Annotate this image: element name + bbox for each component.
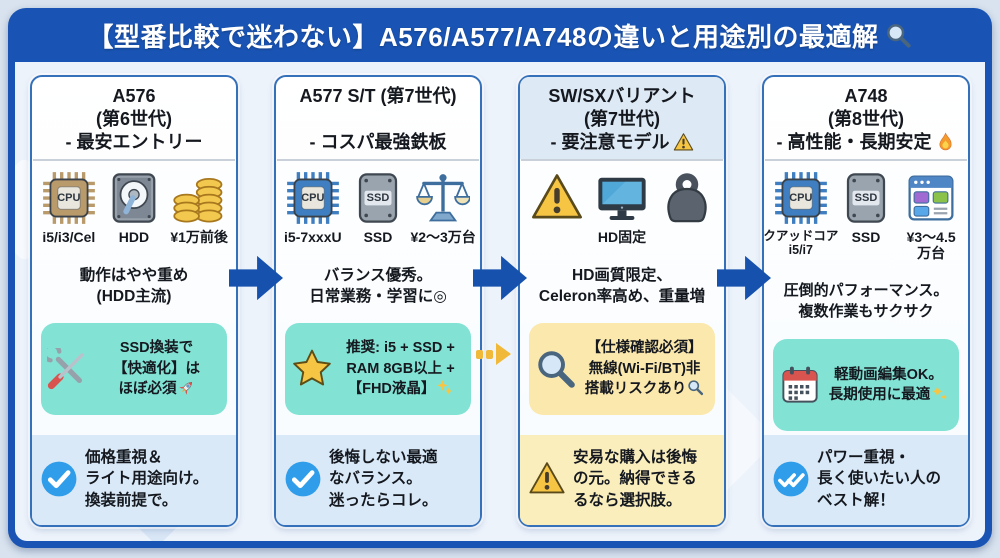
highlight-box: 推奨: i5 + SSD + RAM 8GB以上 + 【FHD液晶】 (285, 323, 471, 416)
divider (277, 159, 479, 161)
tools-icon (47, 348, 89, 390)
magnifier-icon (885, 22, 912, 49)
double-check-circle-icon (772, 460, 810, 498)
highlight-box: 軽動画編集OK。 長期使用に最適 (773, 339, 959, 432)
infographic-frame: 【型番比較で迷わない】A576/A577/A748の違いと用途別の最適解 A57… (8, 8, 992, 548)
card-description: 動作はやや重め(HDD主流) (79, 267, 189, 306)
card-description: バランス優秀。日常業務・学習に◎ (309, 267, 447, 306)
ssd-icon: SSD (839, 171, 893, 225)
weight-icon (660, 171, 714, 225)
card-title: A748 (第8世代) - 高性能・長期安定 (764, 77, 968, 159)
check-circle-icon (40, 460, 78, 498)
conclusion-box: 安易な購入は後悔 の元。納得できる るなら選択肢。 (520, 435, 724, 525)
spec-icons-row: CPU i5-7xxxU SSD SSD ¥2～3万台 (276, 161, 480, 247)
cpu-chip-icon: CPU (42, 171, 96, 225)
cpu-chip-icon: CPU (774, 171, 828, 225)
conclusion-box: 価格重視＆ ライト用途向け。 換装前提で。 (32, 435, 236, 525)
spec-item: ¥2～3万台 (410, 171, 476, 245)
hdd-icon (107, 171, 161, 225)
spec-item: ¥1万前後 (167, 171, 232, 245)
conclusion-box: 後悔しない最適 なバランス。 迷ったらコレ。 (276, 435, 480, 525)
monitor-icon (595, 171, 649, 225)
divider (765, 159, 967, 161)
sparkles-icon (436, 379, 453, 396)
card-title: SW/SXバリアント (第7世代) - 要注意モデル (520, 77, 724, 159)
calendar-icon (779, 364, 821, 406)
coins-icon (172, 171, 226, 225)
sparkles-icon (931, 385, 948, 402)
divider (33, 159, 235, 161)
spec-item: CPU i5/i3/Cel (36, 171, 101, 245)
card-description: HD画質限定、Celeron率高め、重量増 (538, 267, 706, 306)
spec-icons-row: HD固定 (520, 161, 724, 247)
ssd-icon: SSD (351, 171, 405, 225)
warning-icon (530, 171, 584, 225)
spec-item (655, 171, 720, 229)
spec-item: HDD (102, 171, 167, 245)
card-a576: A576 (第6世代) - 最安エントリー CPU i5/i3/Cel (30, 75, 238, 527)
spec-item: CPU i5-7xxxU (280, 171, 345, 245)
header-banner: 【型番比較で迷わない】A576/A577/A748の違いと用途別の最適解 (8, 8, 992, 62)
card-title: A576 (第6世代) - 最安エントリー (65, 86, 203, 153)
dashed-arrow-icon (476, 343, 511, 365)
warning-icon (673, 132, 694, 153)
comparison-board: A576 (第6世代) - 最安エントリー CPU i5/i3/Cel (30, 75, 970, 527)
spec-item: SSD SSD (834, 171, 899, 245)
conclusion-box: パワー重視・ 長く使いたい人の ベスト解！ (764, 435, 968, 525)
balance-scale-icon (416, 171, 470, 225)
divider (521, 159, 723, 161)
spec-item (524, 171, 589, 229)
fire-icon (935, 132, 956, 153)
check-circle-icon (284, 460, 322, 498)
card-title: A577 S/T (第7世代) - コスパ最強鉄板 (299, 86, 457, 153)
page-title: 【型番比較で迷わない】A576/A577/A748の違いと用途別の最適解 (87, 21, 879, 52)
star-icon (291, 348, 333, 390)
card-a577: A577 S/T (第7世代) - コスパ最強鉄板 CPU i5-7xxxU (274, 75, 482, 527)
card-description: 圧倒的パフォーマンス。複数作業もサクサク (783, 282, 949, 320)
rocket-icon (178, 379, 195, 396)
spec-item: SSD SSD (346, 171, 411, 245)
cpu-chip-icon: CPU (286, 171, 340, 225)
warning-icon (528, 460, 566, 498)
spec-item: HD固定 (590, 171, 655, 245)
browser-window-icon (904, 171, 958, 225)
highlight-box: 【仕様確認必須】 無線(Wi-Fi/BT)非 搭載リスクあり (529, 323, 715, 416)
magnifier-icon (535, 348, 577, 390)
card-sw-sx: SW/SXバリアント (第7世代) - 要注意モデル HD固定 (518, 75, 726, 527)
highlight-box: SSD換装で 【快適化】は ほぼ必須 (41, 323, 227, 416)
comparison-body: A576 (第6世代) - 最安エントリー CPU i5/i3/Cel (15, 62, 985, 541)
magnifier-icon (687, 379, 704, 396)
spec-icons-row: CPU i5/i3/Cel HDD ¥1万前後 (32, 161, 236, 247)
